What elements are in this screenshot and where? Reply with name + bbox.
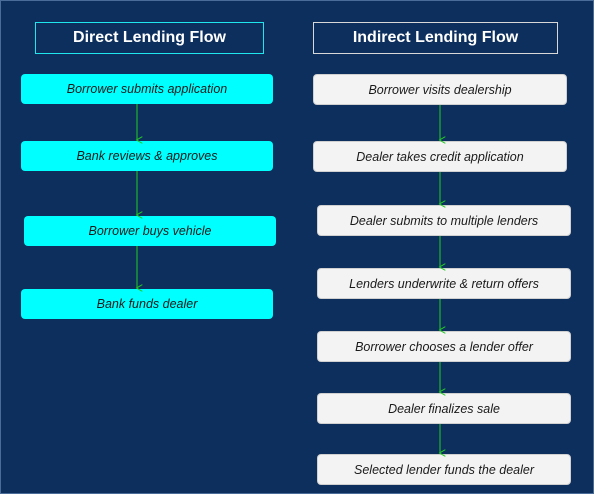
indirect-step-5: Borrower chooses a lender offer (317, 331, 571, 362)
indirect-step-4: Lenders underwrite & return offers (317, 268, 571, 299)
direct-step-1: Borrower submits application (21, 74, 273, 104)
indirect-step-6: Dealer finalizes sale (317, 393, 571, 424)
indirect-step-1: Borrower visits dealership (313, 74, 567, 105)
direct-step-3: Borrower buys vehicle (24, 216, 276, 246)
indirect-lending-title: Indirect Lending Flow (313, 22, 558, 54)
direct-step-4: Bank funds dealer (21, 289, 273, 319)
direct-lending-title: Direct Lending Flow (35, 22, 264, 54)
indirect-step-7: Selected lender funds the dealer (317, 454, 571, 485)
direct-step-2: Bank reviews & approves (21, 141, 273, 171)
indirect-step-2: Dealer takes credit application (313, 141, 567, 172)
